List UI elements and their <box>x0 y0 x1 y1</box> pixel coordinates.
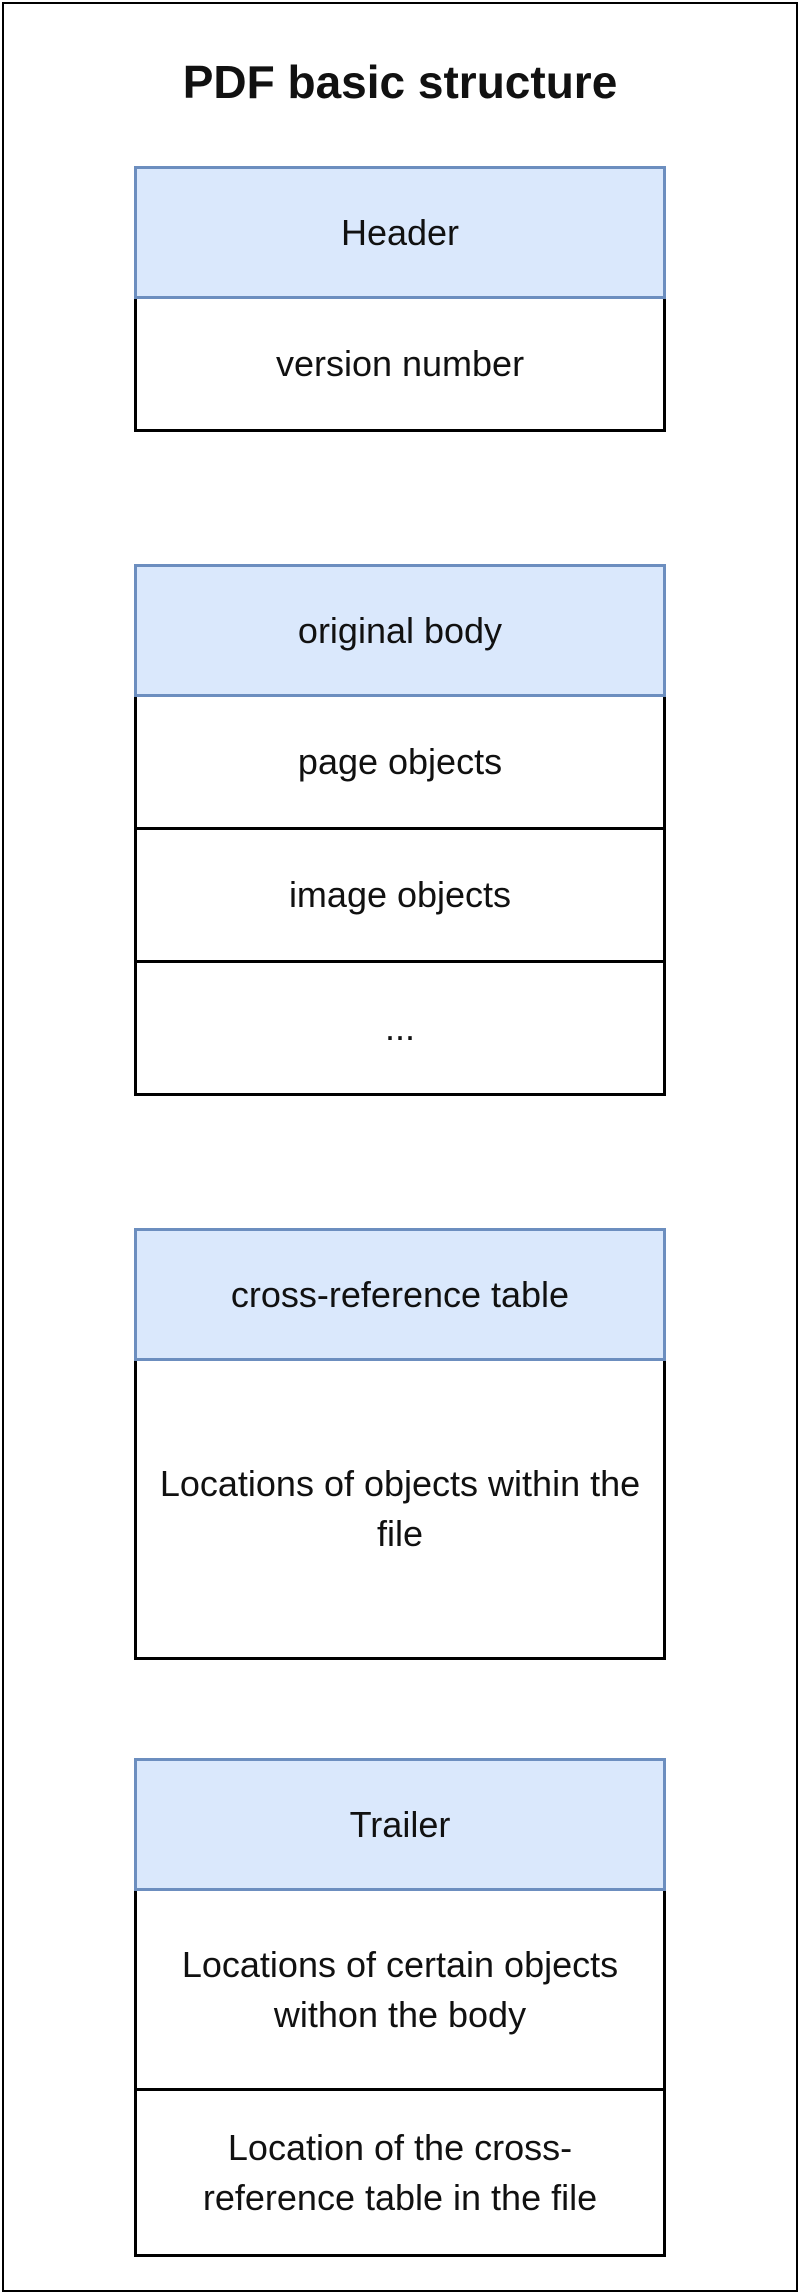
image-objects-row: image objects <box>134 830 666 963</box>
object-locations-row: Locations of objects within the file <box>134 1361 666 1660</box>
header-block: Header version number <box>134 166 666 432</box>
xref-location-row: Location of the cross-reference table in… <box>134 2091 666 2257</box>
trailer-block-title: Trailer <box>134 1758 666 1891</box>
body-block-title: original body <box>134 564 666 697</box>
ellipsis-row: ... <box>134 963 666 1096</box>
body-block: original body page objects image objects… <box>134 564 666 1096</box>
xref-block-title: cross-reference table <box>134 1228 666 1361</box>
version-number-row: version number <box>134 299 666 432</box>
diagram-title: PDF basic structure <box>182 56 618 108</box>
trailer-block: Trailer Locations of certain objects wit… <box>134 1758 666 2257</box>
xref-block: cross-reference table Locations of objec… <box>134 1228 666 1660</box>
header-block-title: Header <box>134 166 666 299</box>
page-objects-row: page objects <box>134 697 666 830</box>
certain-object-locations-row: Locations of certain objects withon the … <box>134 1891 666 2091</box>
